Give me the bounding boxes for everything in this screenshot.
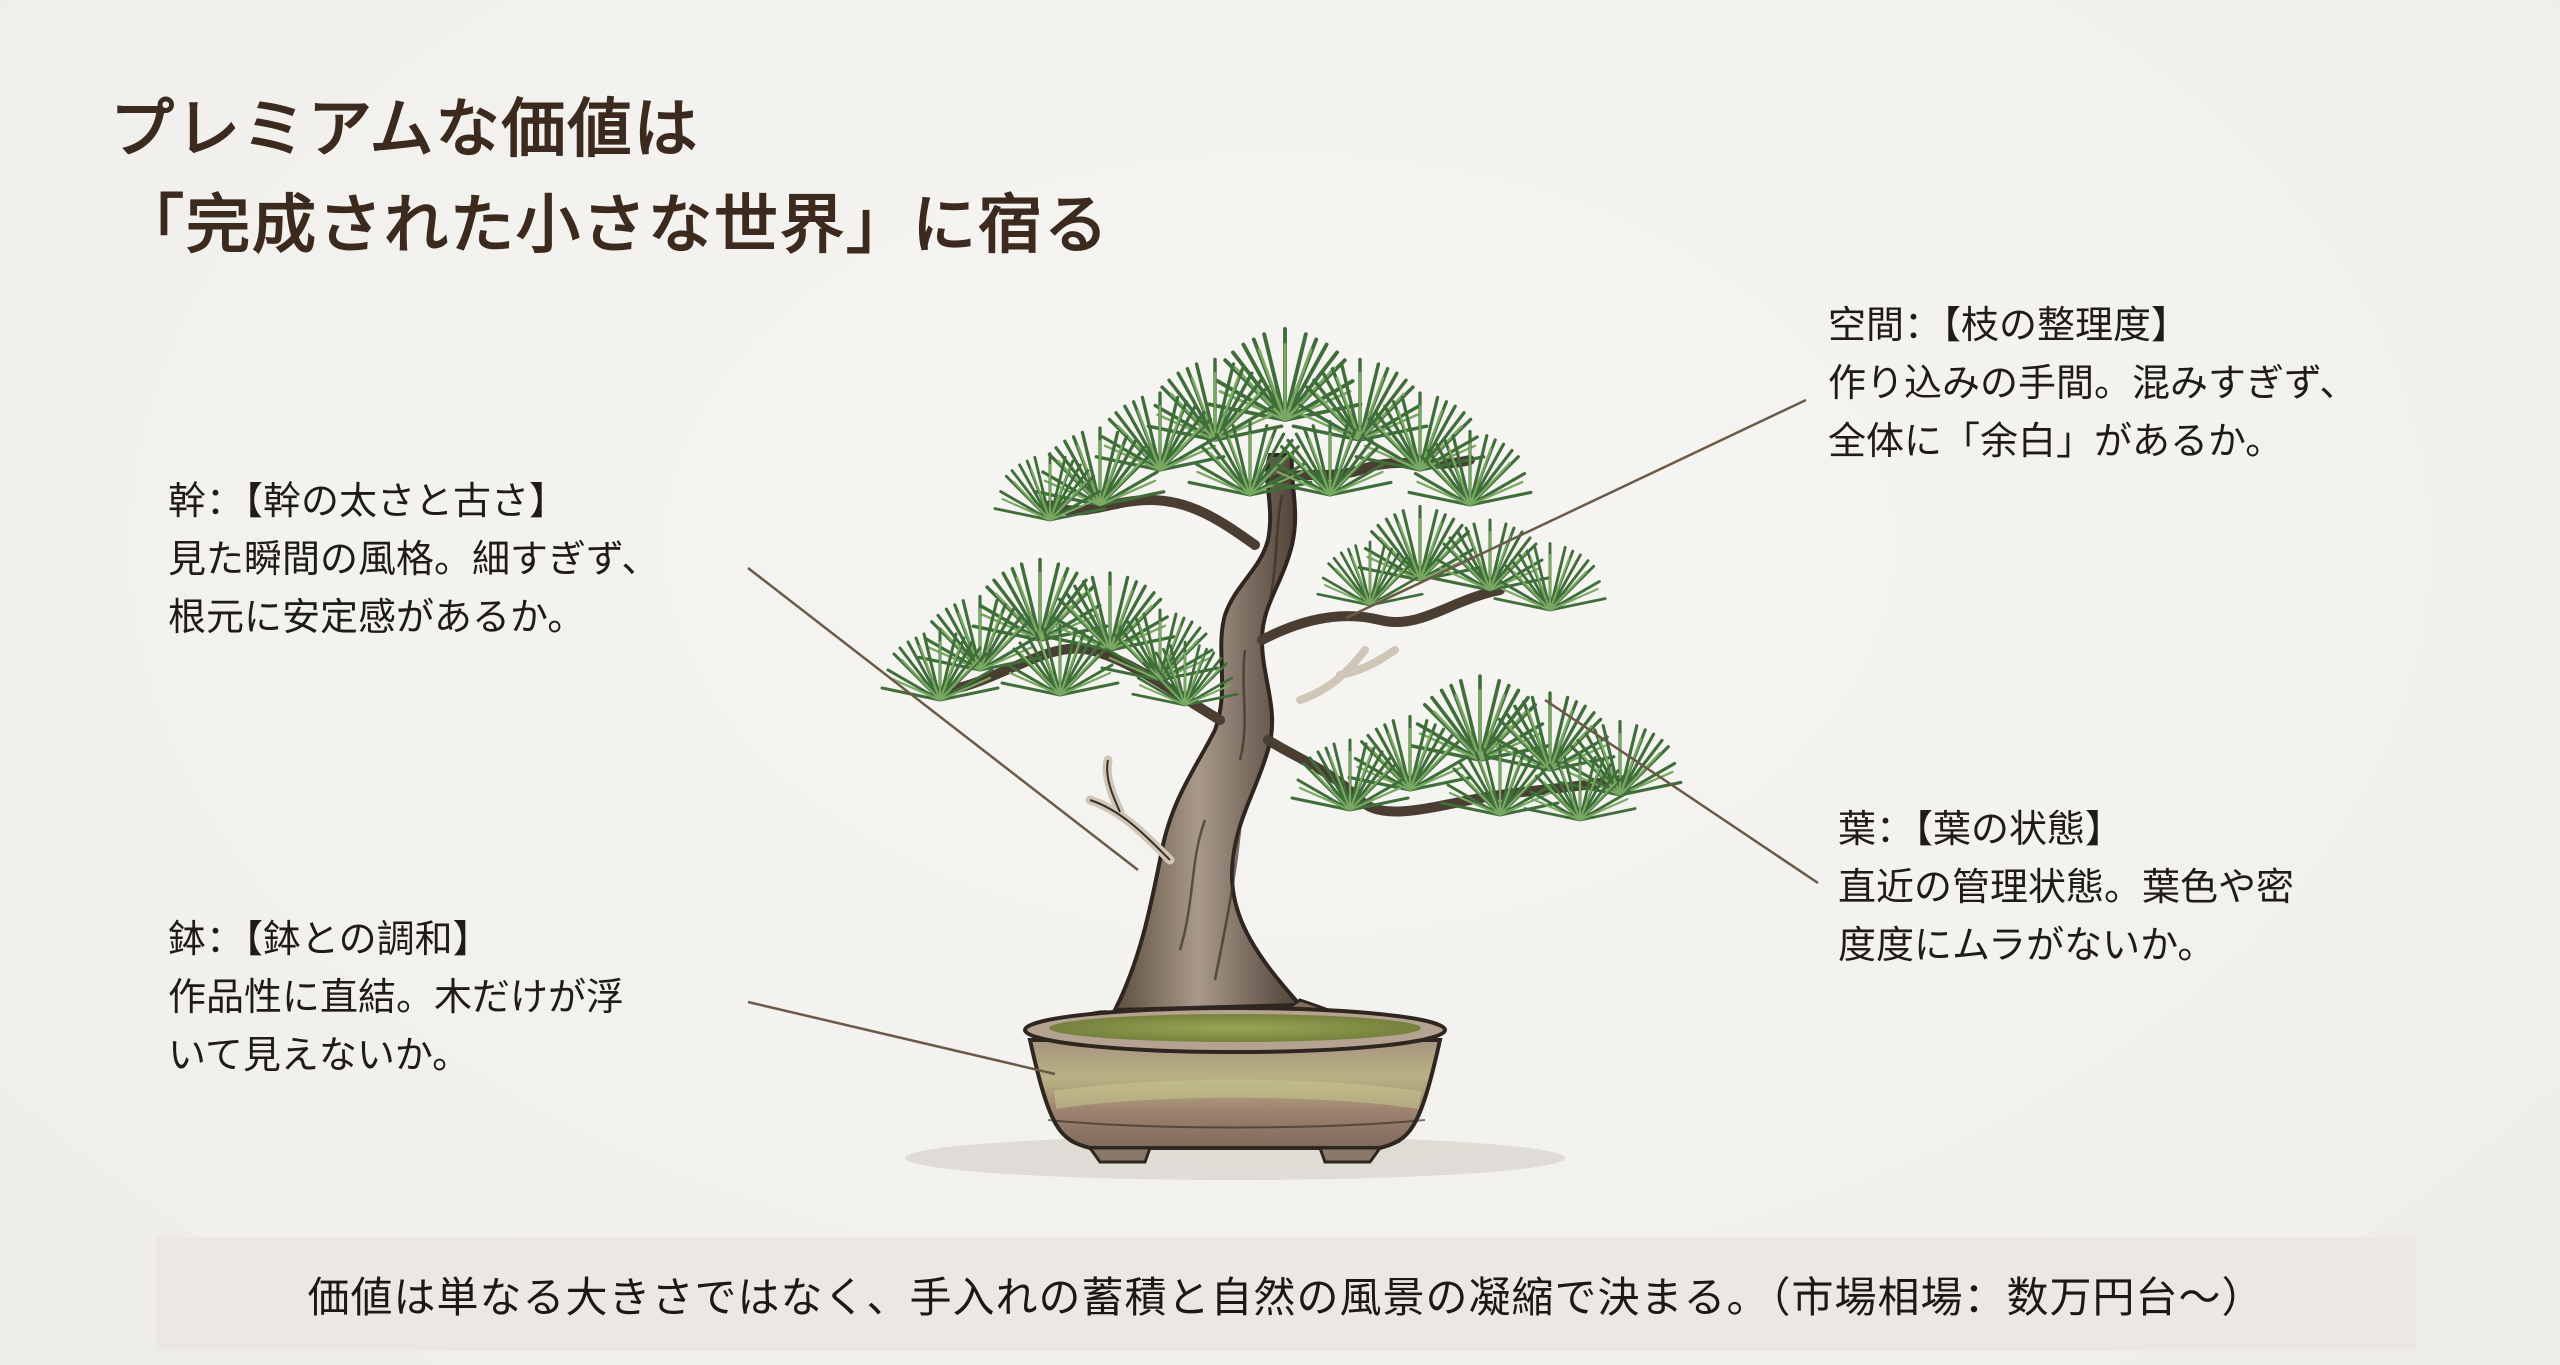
annotation-leaf: 葉：【葉の状態】 直近の管理状態。葉色や密 度度にムラがないか。 [1838,800,2294,974]
annotation-leaf-body-2: 度度にムラがないか。 [1838,923,2216,967]
title-line-2: 「完成された小さな世界」に宿る [120,188,1110,263]
annotation-space-heading: 空間：【枝の整理度】 [1828,303,2190,347]
pot-shadow [905,1136,1565,1180]
annotation-space-body-2: 全体に「余白」があるか。 [1828,419,2284,463]
annotation-pot: 鉢：【鉢との調和】 作品性に直結。木だけが浮 いて見えないか。 [168,910,624,1084]
annotation-trunk-body-1: 見た瞬間の風格。細すぎず、 [168,537,660,581]
annotation-trunk-body-2: 根元に安定感があるか。 [168,595,586,639]
page-title: プレミアムな価値は 「完成された小さな世界」に宿る [110,82,1110,274]
annotation-trunk: 幹：【幹の太さと古さ】 見た瞬間の風格。細すぎず、 根元に安定感があるか。 [168,472,659,646]
annotation-space-body-1: 作り込みの手間。混みすぎず、 [1828,361,2358,405]
summary-banner: 価値は単なる大きさではなく、手入れの蓄積と自然の風景の凝縮で決まる。（市場相場：… [156,1237,2416,1351]
annotation-space: 空間：【枝の整理度】 作り込みの手間。混みすぎず、 全体に「余白」があるか。 [1828,296,2357,470]
annotation-trunk-heading: 幹：【幹の太さと古さ】 [168,479,568,523]
annotation-pot-body-1: 作品性に直結。木だけが浮 [168,975,625,1019]
annotation-leaf-body-1: 直近の管理状態。葉色や密 [1838,865,2295,909]
annotation-pot-body-2: いて見えないか。 [168,1033,471,1077]
summary-banner-text: 価値は単なる大きさではなく、手入れの蓄積と自然の風景の凝縮で決まる。（市場相場：… [307,1272,2265,1322]
title-line-1: プレミアムな価値は [110,92,700,167]
pot [1023,1006,1447,1164]
annotation-pot-heading: 鉢：【鉢との調和】 [168,917,491,961]
annotation-leaf-heading: 葉：【葉の状態】 [1838,807,2124,851]
trunk [1055,453,1399,1032]
